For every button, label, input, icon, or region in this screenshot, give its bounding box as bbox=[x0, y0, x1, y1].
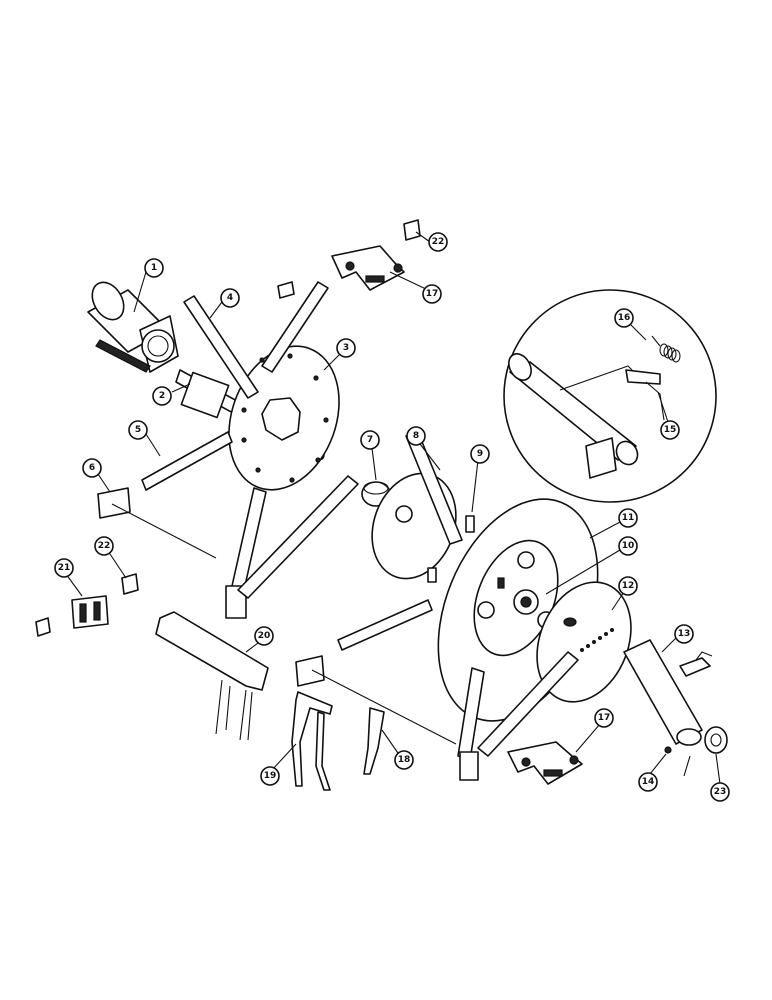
svg-text:22: 22 bbox=[432, 237, 445, 247]
part-8-inner-disc bbox=[371, 431, 463, 580]
part-22-lower-clip bbox=[121, 573, 139, 595]
callout-16: 16 bbox=[614, 308, 634, 328]
right-left-arm bbox=[337, 599, 433, 651]
svg-text:7: 7 bbox=[367, 435, 373, 445]
svg-text:3: 3 bbox=[343, 343, 349, 353]
left-upper-right-arm bbox=[261, 281, 329, 373]
callout-4: 4 bbox=[220, 288, 240, 308]
callout-7: 7 bbox=[360, 430, 380, 450]
callout-10: 10 bbox=[618, 536, 638, 556]
callout-14: 14 bbox=[638, 772, 658, 792]
callout-17-upper: 17 bbox=[422, 284, 442, 304]
callout-21: 21 bbox=[54, 558, 74, 578]
part-20-angle-bracket bbox=[155, 611, 269, 741]
svg-text:22: 22 bbox=[98, 541, 111, 551]
callout-18: 18 bbox=[394, 750, 414, 770]
svg-text:20: 20 bbox=[258, 631, 271, 641]
svg-text:17: 17 bbox=[426, 289, 439, 299]
part-21-clamp-plate bbox=[71, 595, 109, 629]
right-long-rail bbox=[477, 651, 579, 757]
svg-text:4: 4 bbox=[227, 293, 233, 303]
callout-22-upper: 22 bbox=[428, 232, 448, 252]
callout-12: 12 bbox=[618, 576, 638, 596]
svg-text:16: 16 bbox=[618, 313, 631, 323]
part-13-bracket-tube bbox=[623, 639, 713, 746]
left-long-rail bbox=[237, 475, 359, 599]
callout-19: 19 bbox=[260, 766, 280, 786]
small-clip bbox=[277, 281, 295, 299]
right-lower-foot bbox=[459, 751, 479, 781]
part-6-tie-rod bbox=[111, 503, 217, 559]
part-18-tine bbox=[363, 707, 385, 775]
callout-2: 2 bbox=[152, 386, 172, 406]
part-5-left-arm bbox=[141, 431, 233, 491]
svg-text:8: 8 bbox=[413, 431, 419, 441]
callout-3: 3 bbox=[336, 338, 356, 358]
svg-text:19: 19 bbox=[264, 771, 277, 781]
callout-5: 5 bbox=[128, 420, 148, 440]
part-3-disc-plate bbox=[228, 345, 340, 491]
part-16-spring bbox=[651, 335, 681, 363]
right-foot-bracket bbox=[295, 655, 325, 687]
callout-6: 6 bbox=[82, 458, 102, 478]
part-9-pin-lower bbox=[427, 567, 437, 583]
svg-text:18: 18 bbox=[398, 755, 411, 765]
left-reel-assembly bbox=[87, 281, 359, 619]
svg-text:14: 14 bbox=[642, 777, 655, 787]
svg-text:12: 12 bbox=[622, 581, 635, 591]
part-1-bearing-housing bbox=[87, 281, 179, 373]
svg-text:5: 5 bbox=[135, 425, 141, 435]
callout-1: 1 bbox=[144, 258, 164, 278]
part-17-lower-clamp bbox=[507, 741, 583, 785]
callout-17-lower: 17 bbox=[594, 708, 614, 728]
right-reel-assembly bbox=[295, 431, 728, 781]
svg-text:13: 13 bbox=[678, 629, 691, 639]
part-9-pin bbox=[465, 515, 475, 533]
callout-9: 9 bbox=[470, 444, 490, 464]
callout-22-lower: 22 bbox=[94, 536, 114, 556]
callout-23: 23 bbox=[710, 782, 730, 802]
svg-text:11: 11 bbox=[622, 513, 635, 523]
part-23-washer bbox=[704, 726, 728, 754]
callout-13: 13 bbox=[674, 624, 694, 644]
part-21-small-clip bbox=[35, 617, 51, 637]
part-4-diagonal-brace bbox=[183, 295, 259, 399]
part-6-foot-bracket bbox=[97, 487, 131, 519]
svg-text:9: 9 bbox=[477, 449, 483, 459]
svg-text:23: 23 bbox=[714, 787, 727, 797]
leader-lines bbox=[65, 231, 721, 785]
svg-text:6: 6 bbox=[89, 463, 95, 473]
callout-8: 8 bbox=[406, 426, 426, 446]
callouts: 1 2 3 4 5 6 7 8 9 10 11 12 13 14 15 16 1… bbox=[54, 232, 730, 802]
svg-text:17: 17 bbox=[598, 713, 611, 723]
part-17-upper-clamp bbox=[331, 245, 405, 291]
svg-text:10: 10 bbox=[622, 541, 635, 551]
part-19-tine-fork bbox=[291, 691, 333, 791]
part-14-bolt bbox=[664, 746, 691, 777]
callout-11: 11 bbox=[618, 508, 638, 528]
svg-text:21: 21 bbox=[58, 563, 71, 573]
part-22-upper-clip bbox=[403, 219, 421, 241]
callout-20: 20 bbox=[254, 626, 274, 646]
right-tie-rod bbox=[311, 669, 457, 745]
inset-detail bbox=[503, 289, 717, 503]
svg-text:2: 2 bbox=[159, 391, 165, 401]
part-10-hub bbox=[513, 589, 539, 615]
left-lower-foot bbox=[225, 585, 247, 619]
callout-15: 15 bbox=[660, 420, 680, 440]
svg-text:1: 1 bbox=[151, 263, 157, 273]
svg-text:15: 15 bbox=[664, 425, 677, 435]
